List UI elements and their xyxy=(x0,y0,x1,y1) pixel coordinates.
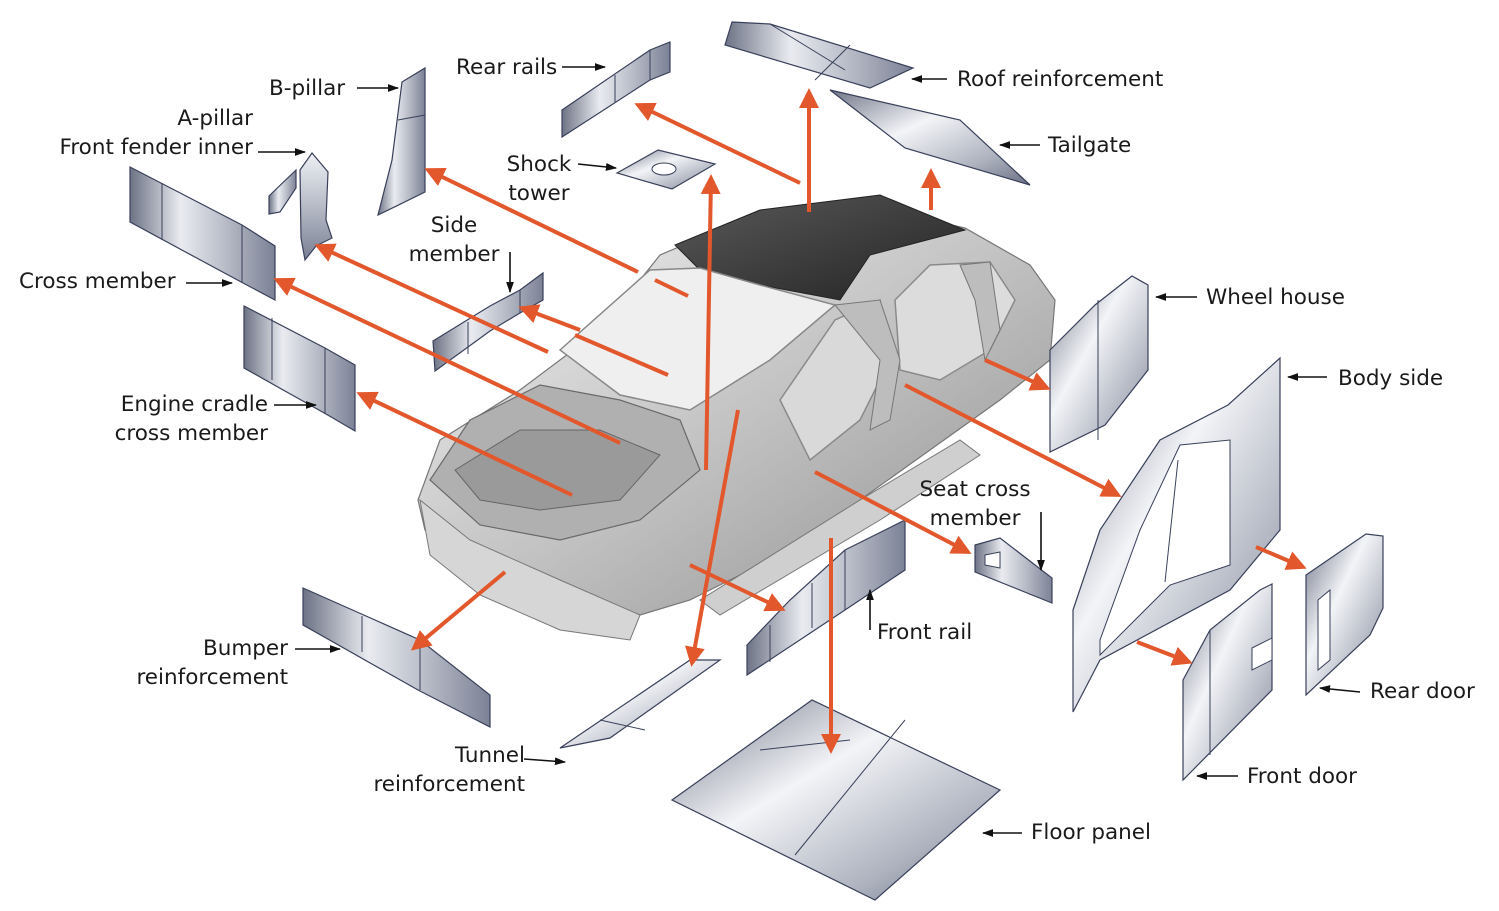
label-cross-member: Cross member xyxy=(19,269,176,294)
arrow-b-pillar-a xyxy=(424,167,639,274)
arrow-tunnel-reinforcement xyxy=(685,409,740,667)
label-floor-panel: Floor panel xyxy=(1031,820,1151,845)
arrow-rear-door xyxy=(1255,545,1307,570)
panels xyxy=(129,21,1384,901)
label-rear-rails: Rear rails xyxy=(456,55,558,80)
label-shock-tower-line2: tower xyxy=(508,181,570,206)
wheel-house-panel xyxy=(1049,275,1149,453)
roof-reinforcement-panel xyxy=(724,21,915,89)
arrow-front-door xyxy=(1136,640,1193,666)
label-engine-cradle-line2: cross member xyxy=(114,421,268,446)
label-b-pillar: B-pillar xyxy=(269,76,346,101)
label-front-rail: Front rail xyxy=(877,620,973,645)
floor-panel xyxy=(670,699,1002,901)
label-tailgate: Tailgate xyxy=(1048,133,1132,158)
arrow-front-rail xyxy=(689,563,786,612)
arrow-bumper-reinforcement xyxy=(410,570,507,651)
arrow-wheel-house xyxy=(984,358,1051,391)
label-wheel-house: Wheel house xyxy=(1206,285,1345,310)
label-seat-cross-line1: Seat cross xyxy=(919,477,1031,502)
side-member-panel xyxy=(432,271,544,373)
arrow-fender-inner-a xyxy=(314,243,549,354)
tunnel-reinforcement-panel xyxy=(559,659,722,749)
arrow-rear-rails xyxy=(634,102,801,185)
arrow-side-member xyxy=(518,304,581,332)
label-side-member-line2: member xyxy=(408,242,500,267)
arrow-engine-cradle xyxy=(356,391,573,497)
label-roof-reinforcement: Roof reinforcement xyxy=(957,67,1164,92)
arrow-shock-tower xyxy=(700,174,721,471)
label-body-side: Body side xyxy=(1338,366,1444,391)
b-pillar-panel xyxy=(377,66,426,217)
label-bumper-line1: Bumper xyxy=(202,636,288,661)
leader-rear-door xyxy=(1318,685,1361,693)
label-front-fender-inner: Front fender inner xyxy=(59,135,253,160)
leader-shock-tower xyxy=(577,163,618,171)
arrow-cross-member xyxy=(273,277,621,445)
label-tunnel-line2: reinforcement xyxy=(373,772,525,797)
front-fender-inner-panel xyxy=(299,152,333,262)
front-rail-panel xyxy=(746,519,906,677)
label-bumper-line2: reinforcement xyxy=(136,665,288,690)
leader-arrows xyxy=(186,63,1361,837)
label-a-pillar: A-pillar xyxy=(177,106,253,131)
label-front-door: Front door xyxy=(1247,764,1358,789)
label-bumper-reinforcement: Bumper reinforcement xyxy=(120,634,288,692)
label-side-member-line1: Side xyxy=(430,213,478,238)
label-engine-cradle-line1: Engine cradle xyxy=(120,392,268,417)
label-tunnel-reinforcement: Tunnel reinforcement xyxy=(355,741,525,799)
label-shock-tower: Shock tower xyxy=(500,150,578,208)
front-fascia xyxy=(419,498,641,641)
arrow-body-side xyxy=(904,383,1122,497)
label-seat-cross-line2: member xyxy=(929,506,1021,531)
a-pillar-panel xyxy=(268,168,297,215)
label-tunnel-line1: Tunnel xyxy=(455,743,525,768)
arrow-b-pillar-b xyxy=(654,278,689,298)
label-side-member: Side member xyxy=(404,211,504,269)
label-shock-tower-line1: Shock xyxy=(506,152,572,177)
label-seat-cross-member: Seat cross member xyxy=(910,475,1040,533)
arrow-fender-inner-b xyxy=(574,333,669,377)
leader-tunnel-reinforcement xyxy=(523,757,567,766)
car-body-in-white xyxy=(417,194,1056,641)
rear-rails-panel xyxy=(561,41,671,139)
explosion-arrows xyxy=(273,88,1307,754)
arrow-seat-cross-member xyxy=(814,470,972,554)
label-a-pillar-group: A-pillar Front fender inner xyxy=(40,104,253,162)
label-rear-door: Rear door xyxy=(1370,679,1475,704)
label-engine-cradle: Engine cradle cross member xyxy=(95,390,268,448)
front-door-panel xyxy=(1182,583,1273,782)
tailgate-panel xyxy=(829,89,1031,186)
